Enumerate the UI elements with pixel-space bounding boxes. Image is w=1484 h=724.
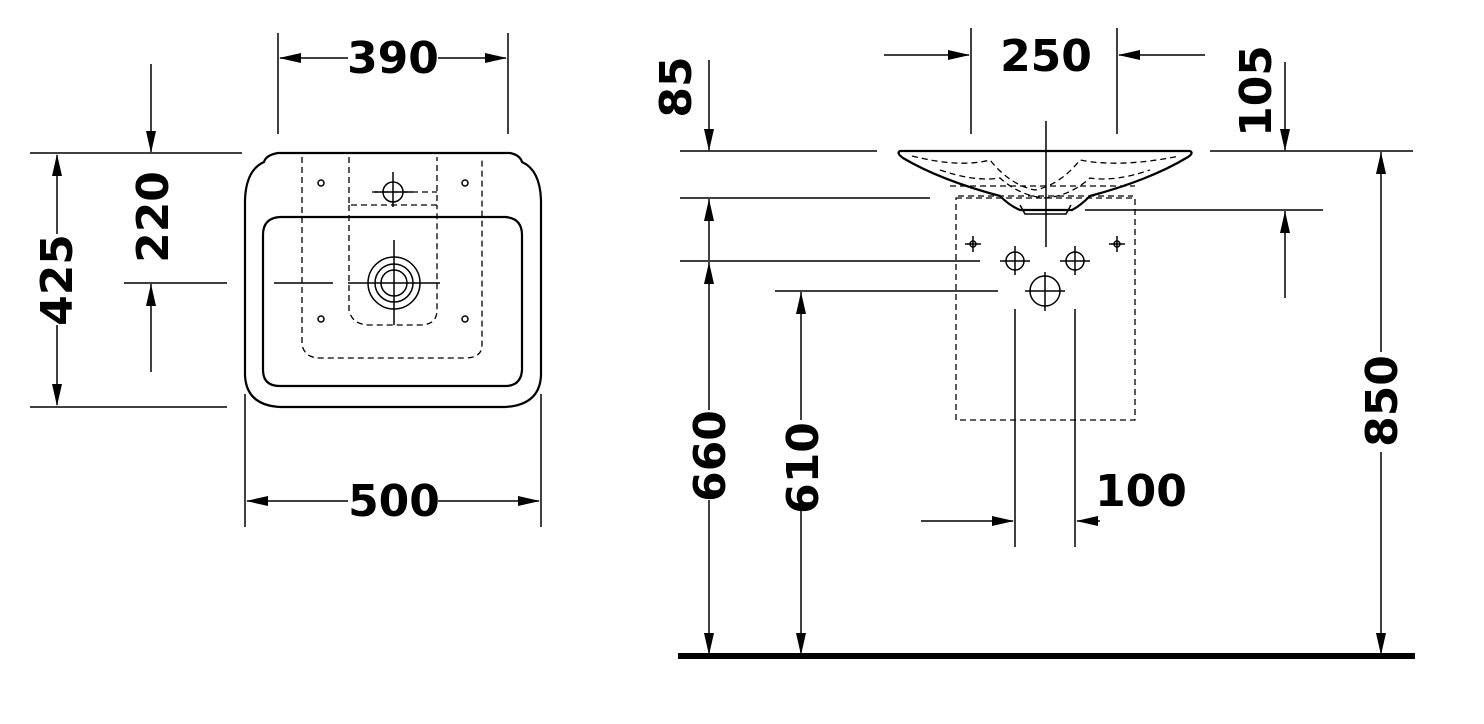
dim-85: 85 bbox=[651, 56, 702, 117]
dim-390: 390 bbox=[347, 33, 439, 84]
dim-100: 100 bbox=[1095, 466, 1187, 517]
dim-660: 660 bbox=[685, 410, 736, 502]
dim-250: 250 bbox=[1000, 31, 1092, 82]
dim-220: 220 bbox=[128, 171, 179, 263]
dim-610: 610 bbox=[778, 422, 829, 514]
dim-500: 500 bbox=[348, 476, 440, 527]
fixing-hole-br bbox=[461, 315, 469, 323]
fixing-hole-tr bbox=[461, 179, 469, 187]
basin-inner-bowl bbox=[261, 215, 524, 388]
dim-105: 105 bbox=[1231, 45, 1282, 137]
plan-view: 390 425 220 500 bbox=[30, 33, 543, 527]
elevation-view: 250 85 105 660 610 100 bbox=[651, 28, 1415, 659]
overflow-channel-dashed bbox=[301, 157, 483, 359]
trap-cover-dashed bbox=[955, 197, 1136, 421]
dim-425: 425 bbox=[32, 234, 83, 326]
dim-850: 850 bbox=[1357, 355, 1408, 447]
basin-profile bbox=[897, 149, 1193, 212]
basin-inner-dashed bbox=[911, 155, 1181, 191]
basin-outer-outline bbox=[243, 151, 543, 409]
fixing-hole-tl bbox=[317, 179, 325, 187]
fixing-hole-bl bbox=[317, 315, 325, 323]
drain-zone-dashed bbox=[348, 205, 438, 326]
